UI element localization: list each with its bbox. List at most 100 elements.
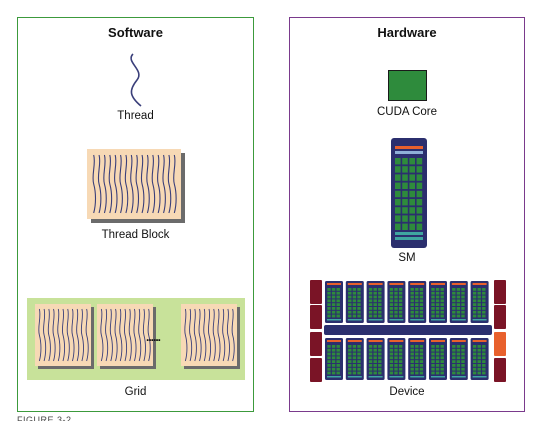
thread-line [147,308,151,362]
thread-line [162,154,166,214]
thread-line [61,308,66,362]
device-sm [449,281,468,323]
thread-block-icon [87,149,185,223]
thread-line [66,308,70,362]
thread-line [217,308,221,362]
sm-core [395,166,401,173]
thread-line [38,308,42,362]
thread-line [109,308,113,362]
sm-label: SM [398,252,416,264]
thread-line [124,154,129,214]
sm-core [409,174,415,181]
thread-line [167,154,172,214]
hardware-panel: Hardware CUDA Core SM Device [289,17,525,412]
grid-label: Grid [124,386,147,398]
sm-core [409,190,415,198]
thread-block-label: Thread Block [101,229,170,241]
sm-core [395,207,401,214]
grid-diagram [27,298,245,380]
thread-line [133,308,137,362]
thread-label: Thread [117,110,154,122]
sm-core [402,166,408,173]
device-sm [387,281,406,323]
sm-core [409,182,415,189]
memory-controller [494,305,506,329]
sm-diagram [391,138,427,248]
cuda-core-icon [388,70,427,101]
device-sm [325,338,343,380]
sm-core [416,166,423,173]
sm-core [416,174,423,181]
thread-line [146,154,150,214]
hardware-title: Hardware [377,25,437,40]
sm-core [409,223,415,230]
memory-controller [494,280,506,304]
thread-line [92,154,97,214]
thread-line [184,308,188,362]
memory-controller [310,358,322,382]
thread-line [85,308,89,362]
sm-core [395,215,401,222]
thread-line [47,308,51,362]
thread-line [43,308,47,362]
thread-line [140,154,145,214]
thread-line [138,308,142,362]
sm-core [402,223,408,230]
sm-core [416,182,423,189]
device-sm [470,281,489,323]
thread-line [119,154,123,214]
grid-ellipsis: ...... [146,330,161,344]
thread-line [113,154,118,214]
sm-core [416,190,423,198]
thread-line [52,308,56,362]
l2-cache [324,325,492,335]
thread-line [119,308,123,362]
sm-core [402,199,408,206]
memory-controller [310,332,322,356]
device-sm [366,281,385,323]
sm-core [409,215,415,222]
software-panel: Software Thread Thread Block ...... Grid [17,17,254,412]
sm-core [402,215,408,222]
device-sm [408,281,427,323]
sm-core [402,182,408,189]
thread-line [207,308,212,362]
thread-line [114,308,118,362]
software-title: Software [108,25,163,40]
thread-line [130,154,134,214]
thread-line [80,308,84,362]
device-sm [387,338,406,380]
memory-controller [310,305,322,329]
sm-core [395,223,401,230]
device-sm [429,338,447,380]
memory-controller [494,358,506,382]
grid-thread-block [35,304,94,369]
sm-core [395,199,401,206]
thread-line [135,154,140,214]
thread-line [108,154,113,214]
device-sm [366,338,385,380]
thread-line [97,154,102,214]
sm-core [416,207,423,214]
thread-line [100,308,104,362]
sm-core [395,158,401,165]
thread-line [193,308,197,362]
thread-line [203,308,207,362]
sm-core [402,158,408,165]
sm-core [409,199,415,206]
cuda-core-label: CUDA Core [376,106,438,118]
device-sm [449,338,468,380]
figure-caption: FIGURE 3-2 [17,415,72,421]
thread-line [231,308,235,362]
device-sm [470,338,489,380]
device-sm [345,281,364,323]
thread-line [123,308,128,362]
thread-line [142,308,146,362]
memory-controller [310,280,322,304]
thread-line [156,154,161,214]
thread-line [151,154,156,214]
sm-core [395,190,401,198]
thread-line [76,308,80,362]
grid-thread-block [97,304,156,369]
sm-core [395,182,401,189]
